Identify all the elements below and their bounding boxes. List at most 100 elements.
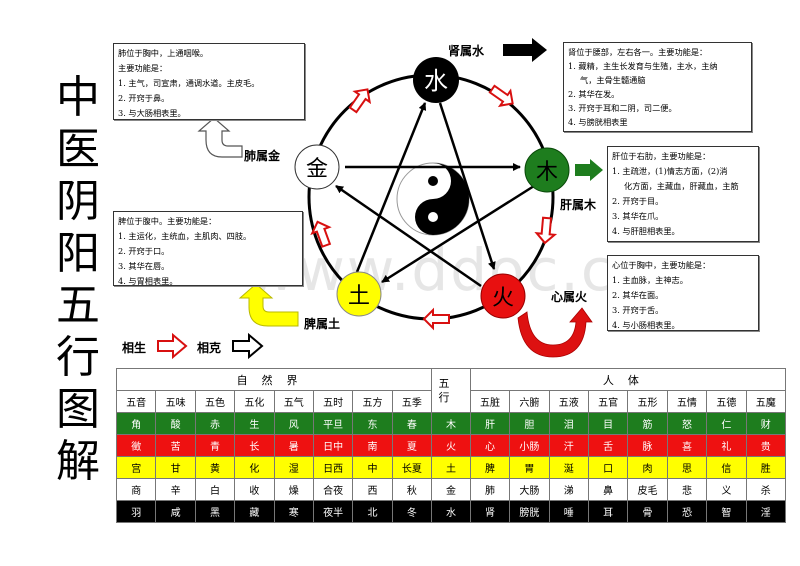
info-line: 1. 藏精，主生长发育与生殖，主水，主纳	[568, 61, 718, 71]
column-header: 五方	[352, 390, 393, 413]
column-header: 六腑	[509, 390, 550, 413]
info-line: 1. 主运化，主统血，主肌肉、四肢。	[118, 231, 252, 241]
title-char: 五	[56, 280, 100, 331]
table-cell: 唾	[548, 500, 589, 523]
legend-restraining-arrow-icon	[232, 332, 264, 360]
table-cell: 水	[431, 500, 471, 523]
table-cell: 夜半	[312, 500, 354, 523]
table-cell: 青	[194, 434, 236, 457]
table-cell: 肝	[469, 412, 511, 435]
table-cell: 杀	[745, 478, 787, 501]
info-line: 3. 开窍于耳和二阴，司二便。	[568, 103, 677, 113]
column-header: 五魔	[745, 390, 787, 413]
table-cell: 黄	[194, 456, 236, 479]
column-header: 五音	[115, 390, 157, 413]
info-line: 4. 与胃相表里。	[118, 276, 178, 286]
table-cell: 羽	[115, 500, 157, 523]
table-cell: 风	[273, 412, 314, 435]
table-cell: 小肠	[509, 434, 550, 457]
info-box-heart: 心位于胸中，主要功能是： 1. 主血脉，主神志。 2. 其华在面。 3. 开窍于…	[607, 255, 759, 331]
info-line: 肝位于右肋，主要功能是：	[612, 151, 711, 161]
info-line: 4. 与小肠相表里。	[612, 320, 680, 330]
column-header: 五季	[391, 390, 433, 413]
table-cell: 肺	[469, 478, 511, 501]
table-cell: 思	[666, 456, 708, 479]
generating-arrows	[310, 84, 558, 331]
page-title: 中 医 阴 阳 五 行 图 解	[50, 72, 106, 488]
body-header: 人体	[469, 368, 787, 391]
yin-yang-icon	[396, 162, 470, 236]
wuxing-header-char: 五	[438, 376, 464, 390]
table-cell: 贵	[745, 434, 787, 457]
info-box-kidney: 肾位于腰部，左右各一。主要功能是： 1. 藏精，主生长发育与生殖，主水，主纳 气…	[563, 42, 752, 132]
table-cell: 口	[587, 456, 629, 479]
table-cell: 礼	[706, 434, 747, 457]
label-heart-fire: 心属火	[551, 290, 588, 304]
table-cell: 喜	[666, 434, 708, 457]
curved-arrow-uturn-icon	[517, 307, 593, 358]
table-cell: 角	[115, 412, 157, 435]
five-elements-table: 自然界 五行 人体 五音五味五色五化五气五时五方五季五脏六腑五液五官五形五情五德…	[115, 368, 787, 523]
info-line: 2. 其华在发。	[568, 89, 620, 99]
table-cell: 日中	[312, 434, 354, 457]
info-line: 2. 其华在面。	[612, 290, 664, 300]
table-cell: 目	[587, 412, 629, 435]
table-row: 徵苦青长暑日中南夏火心小肠汗舌脉喜礼贵	[115, 434, 787, 457]
info-line: 3. 开窍于舌。	[612, 305, 664, 315]
element-node-fire: 火	[480, 273, 526, 319]
table-cell: 白	[194, 478, 236, 501]
label-spleen-earth: 脾属土	[304, 317, 341, 331]
info-box-lung: 肺位于胸中，上通咽喉。 主要功能是： 1. 主气，司宣肃，通调水道。主皮毛。 2…	[113, 43, 305, 120]
table-cell: 义	[706, 478, 747, 501]
table-row: 宫甘黄化湿日西中长夏土脾胃涎口肉思信胜	[115, 456, 787, 479]
table-cell: 寒	[273, 500, 314, 523]
table-cell: 咸	[155, 500, 196, 523]
table-cell: 骨	[627, 500, 668, 523]
element-node-metal: 金	[294, 144, 340, 190]
table-row: 羽咸黑藏寒夜半北冬水肾膀胱唾耳骨恐智淫	[115, 500, 787, 523]
info-line: 1. 主气，司宣肃，通调水道。主皮毛。	[118, 78, 260, 88]
title-char: 阴	[56, 176, 100, 227]
info-line: 脾位于腹中。主要功能是：	[118, 216, 217, 226]
table-cell: 耳	[587, 500, 629, 523]
table-cell: 脾	[469, 456, 511, 479]
table-cell: 赤	[194, 412, 236, 435]
element-water-char: 水	[424, 67, 448, 95]
table-cell: 长	[234, 434, 275, 457]
table-cell: 财	[745, 412, 787, 435]
info-line: 2. 开窍于鼻。	[118, 93, 170, 103]
arrow-right-icon	[503, 38, 547, 62]
label-liver-wood: 肝属木	[560, 198, 597, 212]
table-cell: 平旦	[312, 412, 354, 435]
table-row: 角酸赤生风平旦东春木肝胆泪目筋怒仁财	[115, 412, 787, 435]
info-line: 3. 与大肠相表里。	[118, 108, 186, 118]
table-cell: 大肠	[509, 478, 550, 501]
element-node-water: 水	[413, 57, 459, 103]
info-line: 心位于胸中，主要功能是：	[612, 260, 711, 270]
watermark: www.ddoc.cn	[248, 236, 654, 304]
info-line: 4. 与肝胆相表里。	[612, 226, 680, 236]
column-header: 五气	[273, 390, 314, 413]
table-cell: 胃	[509, 456, 550, 479]
table-cell: 合夜	[312, 478, 354, 501]
table-cell: 涕	[548, 478, 589, 501]
table-cell: 藏	[234, 500, 275, 523]
table-cell: 木	[431, 412, 471, 435]
column-header: 五色	[194, 390, 236, 413]
table-row: 商辛白收燥合夜西秋金肺大肠涕鼻皮毛悲义杀	[115, 478, 787, 501]
table-cell: 信	[706, 456, 747, 479]
table-cell: 日西	[312, 456, 354, 479]
table-cell: 酸	[155, 412, 196, 435]
table-cell: 甘	[155, 456, 196, 479]
element-fire-char: 火	[492, 286, 514, 311]
wuxing-header-char: 行	[438, 390, 464, 404]
title-char: 中	[56, 72, 100, 123]
column-header: 五时	[312, 390, 354, 413]
table-cell: 怒	[666, 412, 708, 435]
info-line: 3. 其华在爪。	[612, 211, 664, 221]
element-metal-char: 金	[306, 157, 328, 182]
table-cell: 心	[469, 434, 511, 457]
curved-arrow-up-icon	[238, 283, 299, 327]
element-earth-char: 土	[348, 284, 370, 309]
